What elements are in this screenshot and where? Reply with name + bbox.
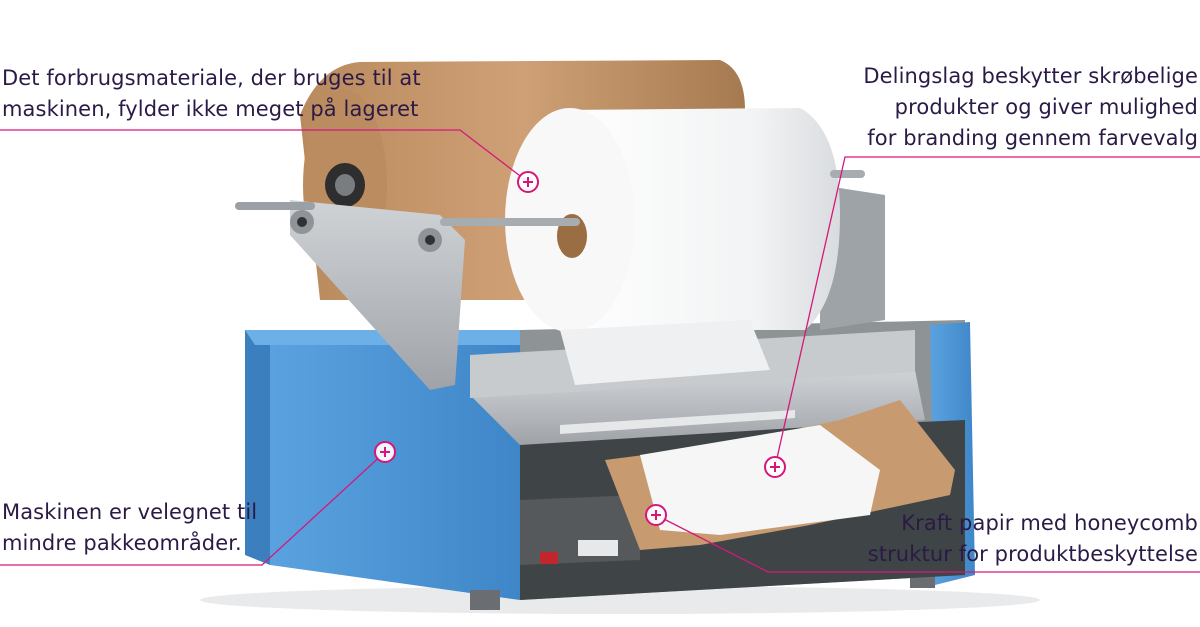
callout-line: struktur for produktbeskyttelse [867,542,1198,566]
side-plate-left [235,200,465,390]
plus-icon[interactable] [374,441,396,463]
callout-line: maskinen, fylder ikke meget på lageret [2,97,419,121]
plus-icon[interactable] [764,456,786,478]
callout-line: Det forbrugsmateriale, der bruges til at [2,66,421,90]
callout-interleaving: Delingslag beskytter skrøbelige produkte… [863,61,1198,154]
callout-line: Kraft papir med honeycomb [901,511,1198,535]
callout-small-areas: Maskinen er velegnet til mindre pakkeomr… [2,497,257,559]
plus-icon[interactable] [645,504,667,526]
serial-plate [578,540,618,556]
callout-honeycomb: Kraft papir med honeycomb struktur for p… [868,508,1198,570]
plus-icon[interactable] [517,171,539,193]
callout-line: mindre pakkeområder. [2,531,242,555]
leader-lines [0,129,1200,573]
floor-shadow [200,586,1040,614]
callout-line: Maskinen er velegnet til [2,500,258,524]
callout-line: for branding gennem farvevalg [867,126,1198,150]
callout-consumables: Det forbrugsmateriale, der bruges til at… [2,63,421,125]
callout-line: Delingslag beskytter skrøbelige [863,64,1198,88]
power-switch [540,552,558,564]
roll-shaft [440,218,580,226]
callout-line: produkter og giver mulighed [894,95,1198,119]
